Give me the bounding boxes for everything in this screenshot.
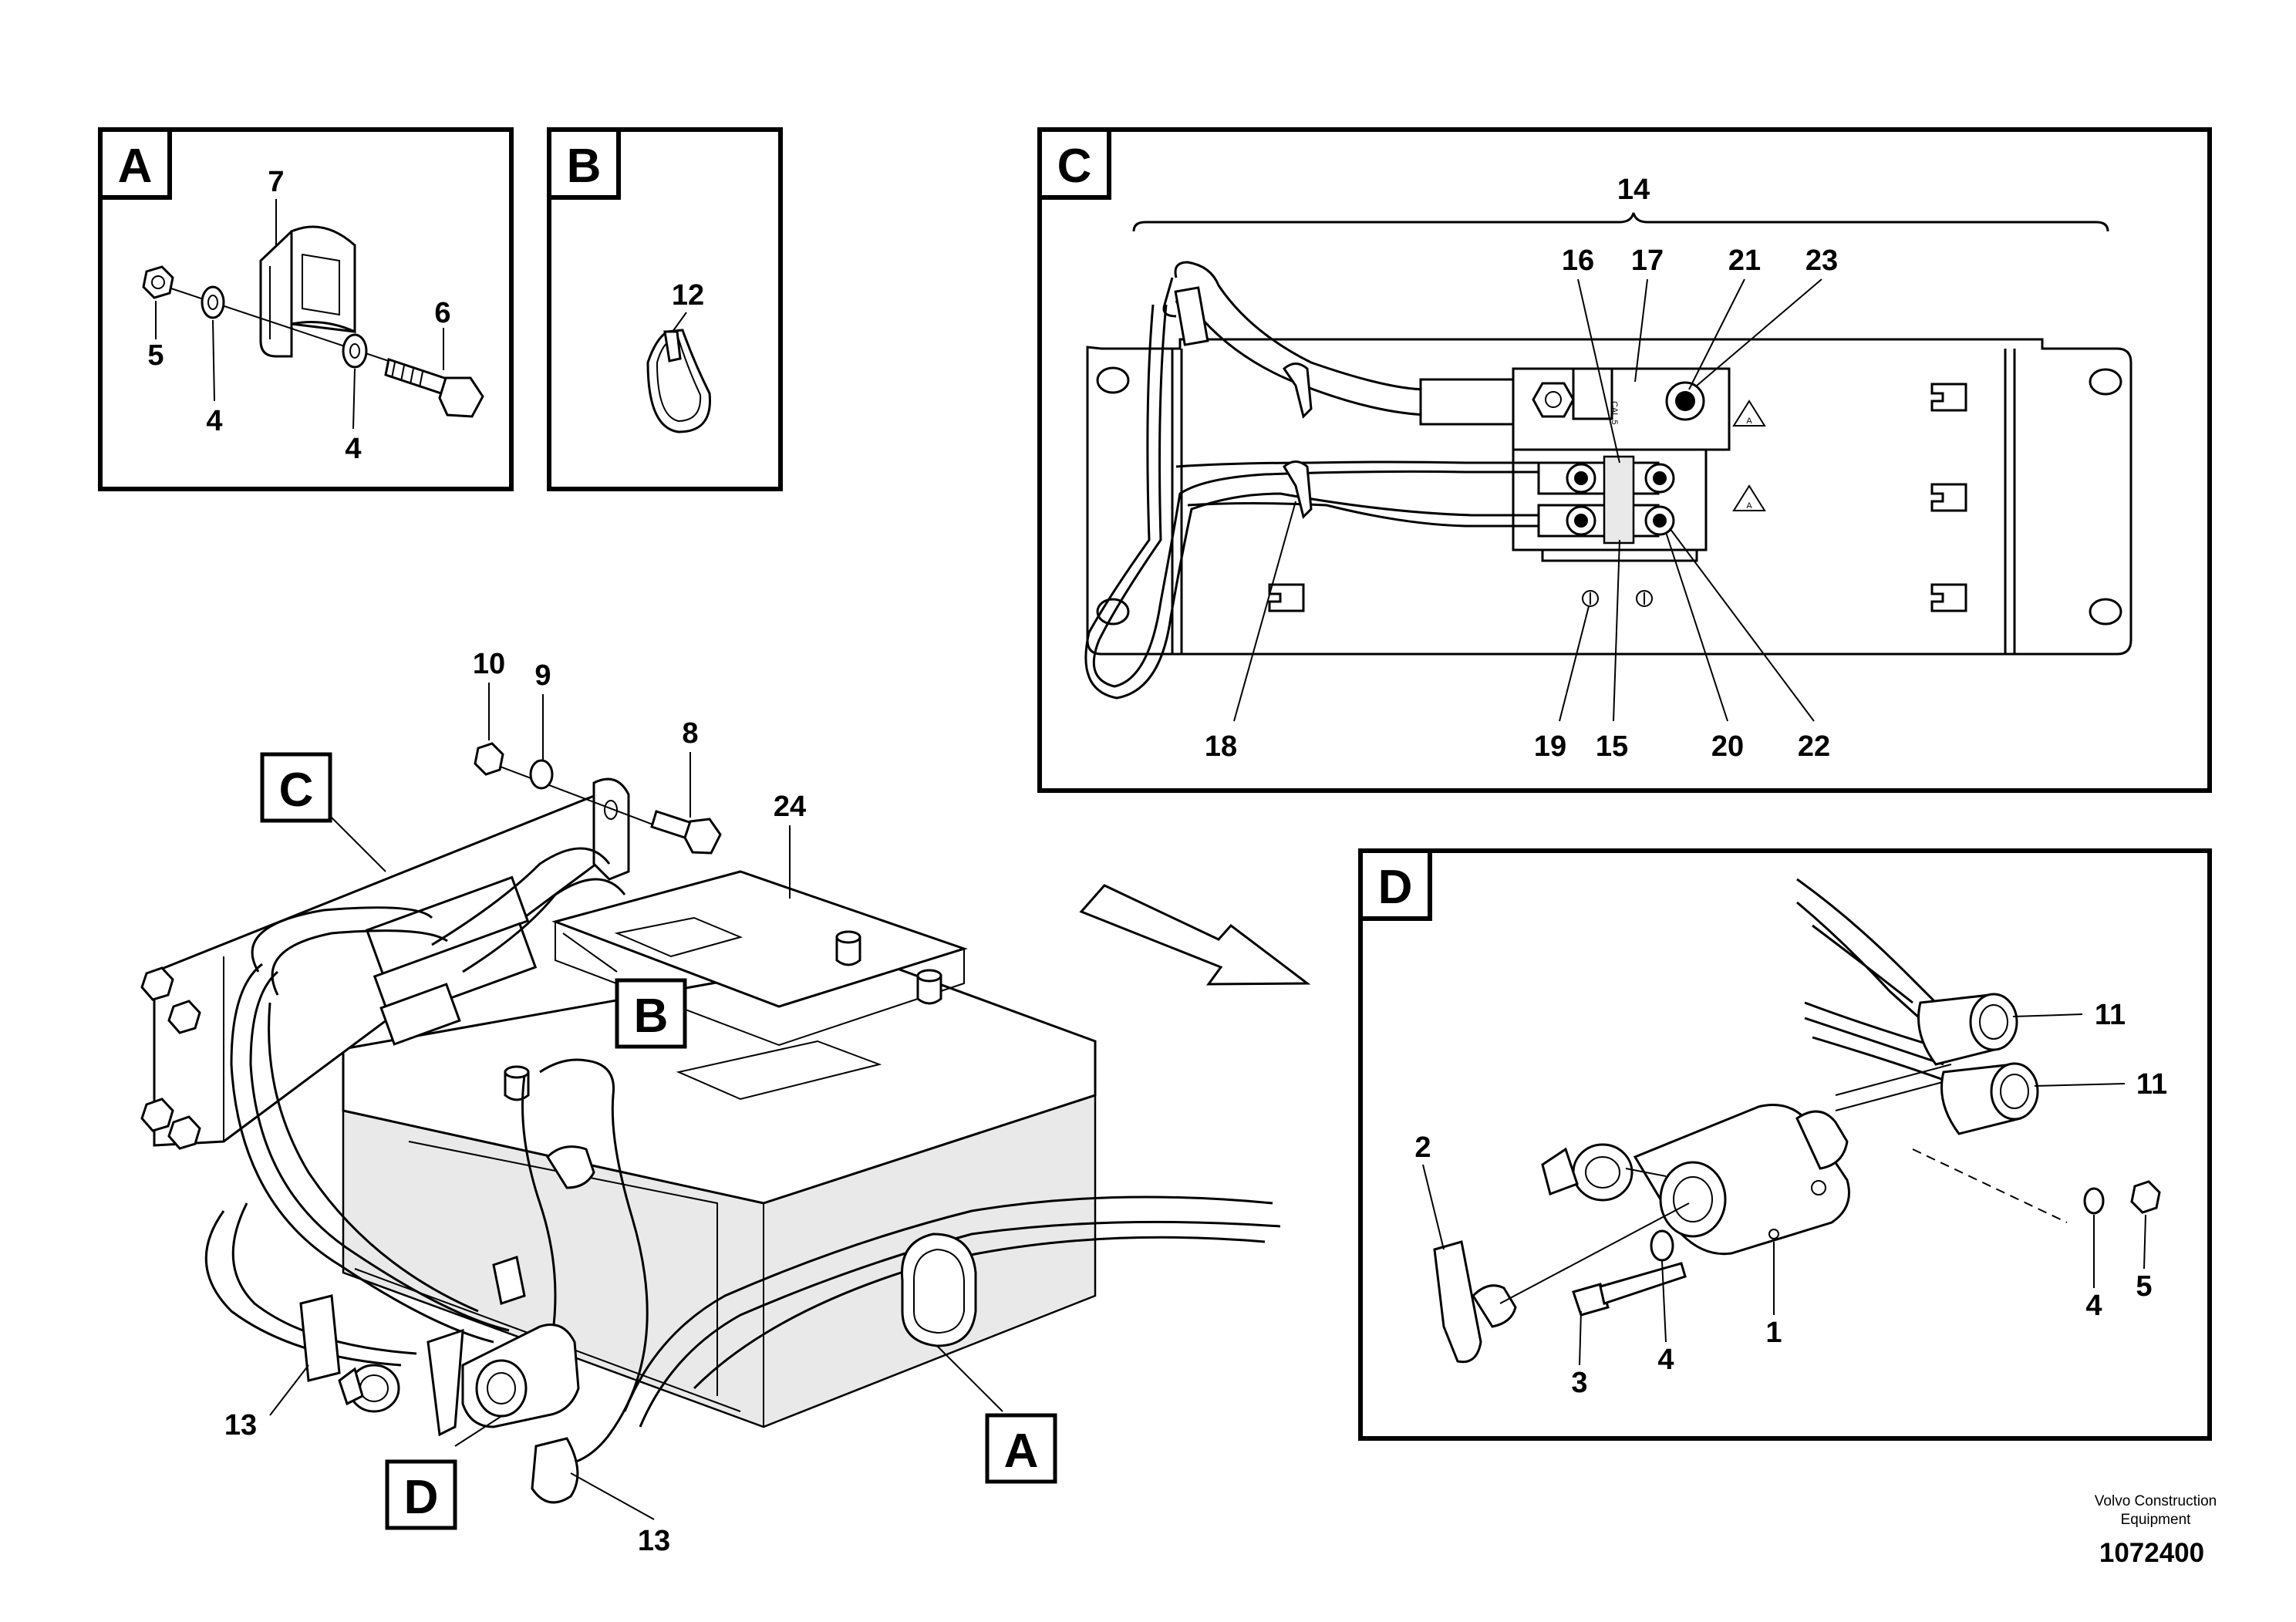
detail-panel-b: B 12 [547, 127, 783, 491]
view-tag-d: D [385, 1459, 457, 1530]
module-label: CAL.5 [1610, 401, 1619, 425]
callout: 23 [1805, 244, 1838, 277]
callout: 12 [672, 279, 704, 312]
callout: 4 [345, 433, 361, 465]
switch-key-part [1433, 1240, 1517, 1364]
terminal-nuts [1532, 381, 1705, 536]
callout: 4 [206, 405, 222, 437]
panel-b-label: B [567, 140, 602, 193]
detail-panel-a: A [98, 127, 514, 491]
callout: 2 [1414, 1131, 1431, 1164]
callout: 3 [1571, 1367, 1587, 1399]
nut-part [2130, 1180, 2161, 1214]
callout: 7 [268, 166, 284, 198]
battery-switch [1541, 1104, 1850, 1256]
callout: 9 [534, 659, 551, 692]
cable-harness [1796, 878, 2039, 1135]
callout: 6 [434, 297, 450, 329]
main-assembly: 10 9 8 24 13 13 C B A D [140, 648, 1281, 1557]
callout: 18 [1205, 730, 1237, 763]
nut-part [474, 742, 504, 776]
callout: 5 [2136, 1270, 2152, 1303]
view-direction-arrow [1079, 884, 1311, 986]
battery-switch [299, 1145, 595, 1504]
callout: 11 [2095, 999, 2126, 1031]
bolt-part [384, 358, 484, 418]
company-name: Volvo Construction [2095, 1493, 2217, 1509]
grommet-part [901, 1233, 977, 1347]
detail-panel-c: C 14 A A [1037, 127, 2212, 793]
callout: 5 [147, 339, 164, 372]
washer-part [2083, 1187, 2105, 1215]
callout: 4 [1657, 1344, 1674, 1376]
callout: 8 [682, 717, 698, 750]
callout: 10 [473, 648, 505, 680]
drawing-number: 1072400 [2099, 1538, 2204, 1568]
washer-part [201, 285, 225, 319]
cable-tie-part [646, 329, 711, 433]
panel-d-label: D [1378, 861, 1413, 914]
callout: 22 [1798, 730, 1830, 763]
nut-part [142, 265, 174, 299]
callout: 19 [1534, 730, 1566, 763]
callout: 4 [2085, 1290, 2102, 1322]
callout: 14 [1617, 174, 1650, 206]
callout: 13 [224, 1409, 257, 1442]
svg-text:A: A [1004, 1425, 1039, 1478]
callout: 24 [774, 791, 806, 823]
detail-panel-d: D [1358, 848, 2212, 1441]
cable-harness [1084, 261, 1539, 700]
view-tag-b: B [615, 978, 687, 1049]
callout: 1 [1765, 1317, 1782, 1349]
panel-a-label: A [118, 140, 153, 193]
svg-text:A: A [1746, 501, 1752, 511]
callout: 13 [638, 1525, 670, 1557]
washer-part [1650, 1229, 1674, 1262]
svg-text:C: C [279, 764, 314, 817]
washer-part [342, 333, 368, 369]
callout: 11 [2136, 1068, 2167, 1101]
grommet-part [259, 225, 356, 358]
svg-text:D: D [404, 1471, 439, 1524]
callout: 20 [1711, 730, 1744, 763]
callout: 15 [1596, 730, 1628, 763]
washer-part [529, 759, 554, 790]
screw-part [1572, 1262, 1687, 1317]
svg-text:A: A [1746, 416, 1752, 426]
svg-text:B: B [634, 990, 669, 1043]
callout: 21 [1728, 244, 1761, 277]
view-tag-c: C [260, 752, 332, 823]
title-block: Volvo Construction Equipment 1072400 [2095, 1493, 2217, 1568]
company-name-line2: Equipment [2121, 1512, 2192, 1528]
callout: 17 [1631, 244, 1664, 277]
callout: 16 [1562, 244, 1594, 277]
view-tag-a: A [985, 1413, 1057, 1484]
bolt-part [650, 810, 722, 855]
panel-c-label: C [1057, 140, 1092, 193]
